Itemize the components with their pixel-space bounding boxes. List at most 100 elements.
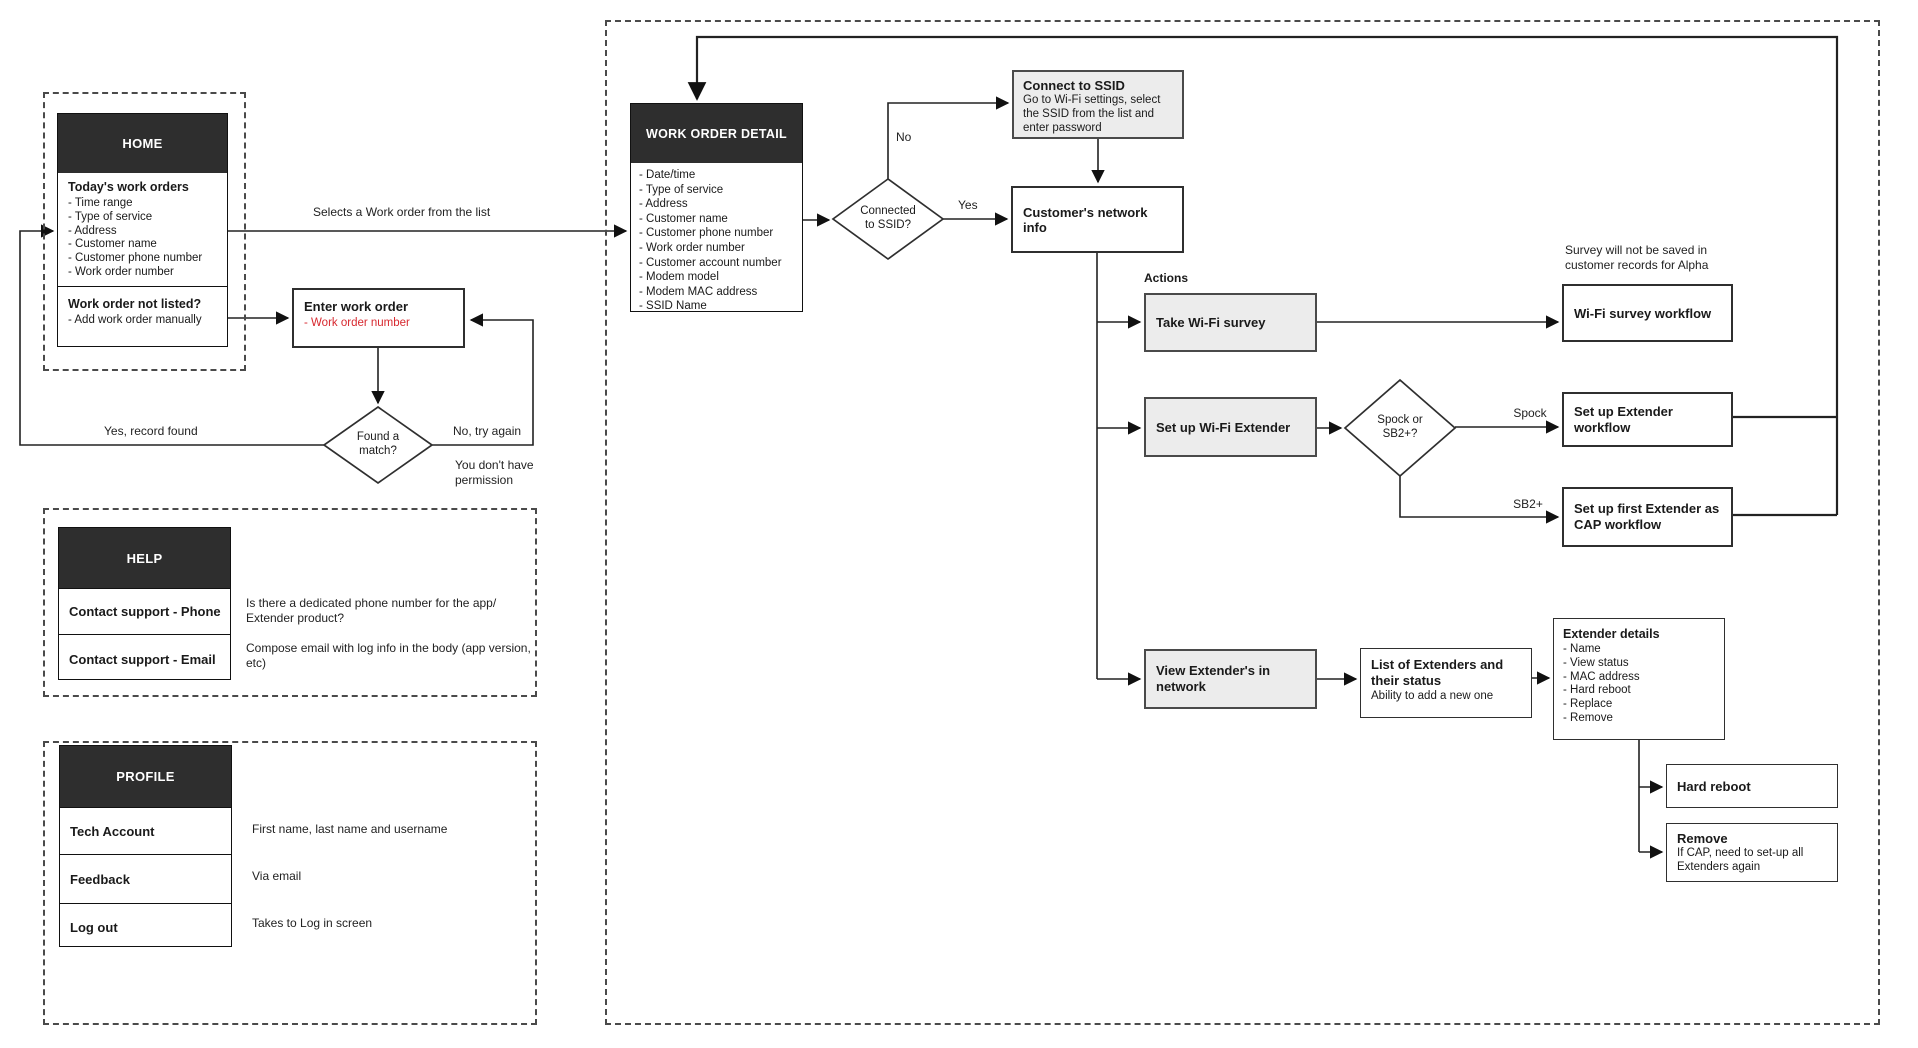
cap-workflow-label: Set up first Extender as CAP workflow	[1574, 501, 1720, 532]
remove-body: If CAP, need to set-up all Extenders aga…	[1677, 847, 1804, 873]
profile-panel-header: PROFILE	[60, 746, 231, 807]
help-group-frame	[43, 508, 537, 697]
yes-branch-label: Yes	[958, 198, 978, 212]
survey-note: Survey will not be saved in customer rec…	[1565, 243, 1709, 272]
survey-workflow-box[interactable]: Wi-Fi survey workflow	[1557, 284, 1733, 345]
remove-box[interactable]: Remove If CAP, need to set-up all Extend…	[1666, 823, 1838, 882]
profile-row-account-label: Tech Account	[70, 823, 155, 839]
extender-workflow-label: Set up Extender workflow	[1574, 403, 1673, 435]
list-item: - Modem MAC address	[639, 285, 758, 298]
no-permission-note: You don't have permission	[455, 458, 534, 487]
view-extenders-label: View Extender's in network	[1156, 663, 1271, 694]
connected-ssid-diamond[interactable]	[831, 177, 945, 261]
hard-reboot-box[interactable]: Hard reboot	[1666, 764, 1838, 808]
profile-account-description: First name, last name and username	[252, 822, 448, 836]
setup-extender-label: Set up Wi-Fi Extender	[1156, 419, 1291, 435]
list-item: - Modem model	[639, 271, 719, 284]
connect-ssid-title: Connect to SSID	[1023, 78, 1125, 93]
list-item: - Address	[639, 198, 688, 211]
hard-reboot-label: Hard reboot	[1677, 778, 1751, 794]
list-item: - Time range	[68, 197, 133, 209]
spock-sb2-diamond[interactable]	[1343, 378, 1457, 478]
list-item: - Add work order manually	[68, 314, 202, 326]
profile-panel-title: PROFILE	[116, 769, 175, 784]
connect-ssid-body: Go to Wi-Fi settings, select the SSID fr…	[1023, 94, 1161, 134]
profile-row-feedback[interactable]: Feedback	[60, 854, 231, 903]
list-item: - Date/time	[639, 169, 696, 181]
profile-panel[interactable]: PROFILE Tech Account Feedback Log out	[59, 745, 232, 947]
actions-label: Actions	[1144, 271, 1189, 285]
customer-network-title: Customer's network info	[1023, 204, 1148, 235]
profile-row-logout-label: Log out	[70, 920, 118, 935]
home-group-frame	[43, 92, 246, 371]
sb2-branch-label: SB2+	[1513, 497, 1543, 511]
list-item: - Work order number	[68, 265, 174, 278]
list-item: - Customer account number	[639, 256, 782, 269]
help-row-email-label: Contact support - Email	[69, 651, 216, 667]
profile-feedback-description: Via email	[252, 869, 302, 883]
extender-details-box[interactable]: Extender details - Name - View status - …	[1553, 618, 1725, 740]
list-item: - Customer name	[639, 212, 728, 225]
list-item: - Type of service	[68, 210, 153, 223]
found-match-label: Found a match?	[356, 431, 400, 457]
list-extenders-box[interactable]: List of Extenders and their status Abili…	[1360, 648, 1532, 718]
work-order-detail-panel[interactable]: WORK ORDER DETAIL - Date/time - Type of …	[630, 103, 803, 312]
work-order-detail-title: WORK ORDER DETAIL	[646, 126, 787, 141]
list-extenders-title: List of Extenders and their status	[1371, 657, 1504, 688]
list-item: - Name	[1563, 643, 1601, 655]
home-panel[interactable]: HOME Today's work orders - Time range - …	[57, 113, 228, 347]
list-item: - View status	[1563, 656, 1629, 669]
spock-sb2-label: Spock or SB2+?	[1377, 414, 1423, 440]
view-extenders-box[interactable]: View Extender's in network	[1144, 649, 1317, 709]
list-item: - Customer name	[68, 238, 157, 251]
profile-group-frame	[43, 741, 537, 1025]
setup-extender-box[interactable]: Set up Wi-Fi Extender	[1144, 397, 1317, 457]
help-panel-header: HELP	[59, 528, 230, 588]
extender-workflow-box[interactable]: Set up Extender workflow	[1557, 392, 1733, 450]
profile-row-logout[interactable]: Log out	[60, 903, 231, 951]
spock-branch-label: Spock	[1513, 406, 1547, 420]
profile-row-account[interactable]: Tech Account	[60, 807, 231, 854]
home-today-section: Today's work orders - Time range - Type …	[58, 173, 227, 286]
home-panel-title: HOME	[122, 136, 163, 151]
home-notlisted-title: Work order not listed?	[68, 297, 202, 311]
main-flow-frame	[605, 20, 1880, 1025]
help-panel[interactable]: HELP Contact support - Phone Contact sup…	[58, 527, 231, 680]
cap-workflow-box[interactable]: Set up first Extender as CAP workflow	[1557, 487, 1733, 550]
list-item: - Hard reboot	[1563, 684, 1631, 697]
help-email-description: Compose email with log info in the body …	[246, 641, 531, 670]
customer-network-box[interactable]: Customer's network info	[1011, 186, 1184, 253]
list-item: - Customer phone number	[68, 252, 203, 265]
no-try-again-label: No, try again	[453, 424, 522, 438]
enter-work-order-item: - Work order number	[304, 317, 410, 329]
profile-row-feedback-label: Feedback	[70, 871, 130, 887]
home-notlisted-section: Work order not listed? - Add work order …	[58, 286, 227, 328]
list-item: - SSID Name	[639, 300, 707, 313]
help-phone-description: Is there a dedicated phone number for th…	[246, 596, 497, 625]
found-match-diamond[interactable]	[322, 405, 434, 485]
list-item: - Work order number	[639, 241, 745, 254]
help-panel-title: HELP	[126, 550, 163, 566]
help-row-email[interactable]: Contact support - Email	[59, 634, 230, 683]
list-item: - Remove	[1563, 711, 1613, 724]
list-item: - Address	[68, 224, 117, 237]
help-row-phone-label: Contact support - Phone	[69, 604, 221, 619]
list-extenders-body: Ability to add a new one	[1371, 690, 1494, 702]
home-panel-header: HOME	[58, 114, 227, 173]
extender-details-title: Extender details	[1563, 627, 1660, 641]
list-item: - MAC address	[1563, 670, 1640, 683]
home-today-title: Today's work orders	[68, 180, 189, 194]
take-survey-box[interactable]: Take Wi-Fi survey	[1144, 293, 1317, 352]
work-order-detail-header: WORK ORDER DETAIL	[631, 104, 802, 163]
remove-title: Remove	[1677, 831, 1728, 846]
connect-ssid-box[interactable]: Connect to SSID Go to Wi-Fi settings, se…	[1012, 70, 1184, 139]
no-branch-label: No	[896, 130, 912, 144]
profile-logout-description: Takes to Log in screen	[252, 916, 373, 930]
list-item: - Replace	[1563, 698, 1613, 711]
help-row-phone[interactable]: Contact support - Phone	[59, 588, 230, 634]
yes-record-found-label: Yes, record found	[104, 424, 198, 438]
enter-work-order-box[interactable]: Enter work order - Work order number	[292, 288, 465, 348]
survey-workflow-label: Wi-Fi survey workflow	[1574, 305, 1712, 321]
